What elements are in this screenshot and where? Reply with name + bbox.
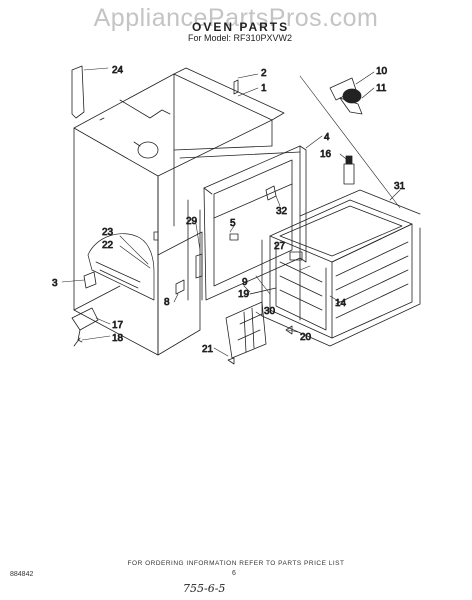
label-23: 23 bbox=[102, 227, 114, 238]
part-16-sensor bbox=[343, 155, 355, 185]
part-29-bracket bbox=[195, 253, 203, 279]
label-3: 3 bbox=[52, 278, 58, 289]
label-19: 19 bbox=[238, 289, 250, 300]
label-29: 29 bbox=[186, 216, 198, 227]
label-32: 32 bbox=[276, 206, 288, 217]
part-10-11-knob bbox=[329, 77, 363, 115]
part-9-element bbox=[249, 287, 277, 295]
part-2-screw bbox=[233, 79, 239, 95]
part-17-18-bracket bbox=[71, 307, 99, 347]
part-24-strip bbox=[71, 65, 85, 119]
label-21: 21 bbox=[202, 344, 214, 355]
label-22: 22 bbox=[102, 240, 114, 251]
label-14: 14 bbox=[335, 298, 347, 309]
label-5: 5 bbox=[230, 218, 236, 229]
label-8: 8 bbox=[164, 297, 170, 308]
page-title: OVEN PARTS bbox=[192, 20, 290, 34]
label-27: 27 bbox=[274, 241, 286, 252]
label-4: 4 bbox=[324, 132, 330, 143]
doc-number: 884842 bbox=[10, 571, 34, 578]
part-8-clip bbox=[175, 279, 185, 295]
part-21-screw bbox=[227, 357, 235, 365]
label-11: 11 bbox=[376, 83, 387, 94]
label-18: 18 bbox=[112, 333, 124, 344]
front-frame bbox=[203, 145, 307, 301]
leader-lines bbox=[61, 67, 401, 357]
part-3-foot bbox=[83, 271, 97, 289]
handwritten-note: 755-6-5 bbox=[183, 582, 226, 595]
page-number: 6 bbox=[232, 570, 236, 577]
label-10: 10 bbox=[376, 66, 388, 77]
part-19-30-hinge bbox=[225, 301, 267, 359]
label-16: 16 bbox=[320, 149, 332, 160]
label-9: 9 bbox=[242, 277, 248, 288]
label-1: 1 bbox=[261, 83, 267, 94]
ordering-note: FOR ORDERING INFORMATION REFER TO PARTS … bbox=[127, 560, 345, 567]
label-17: 17 bbox=[112, 320, 124, 331]
label-24: 24 bbox=[112, 65, 124, 76]
label-2: 2 bbox=[261, 68, 267, 79]
label-20: 20 bbox=[300, 332, 312, 343]
watermark: AppliancePartsPros.com bbox=[93, 4, 379, 32]
oven-liner bbox=[261, 189, 421, 347]
label-31: 31 bbox=[394, 181, 406, 192]
label-30: 30 bbox=[264, 306, 276, 317]
model-line: For Model: RF310PXVW2 bbox=[188, 33, 293, 43]
cabinet-body bbox=[73, 67, 301, 356]
part-20-screw bbox=[285, 325, 293, 335]
